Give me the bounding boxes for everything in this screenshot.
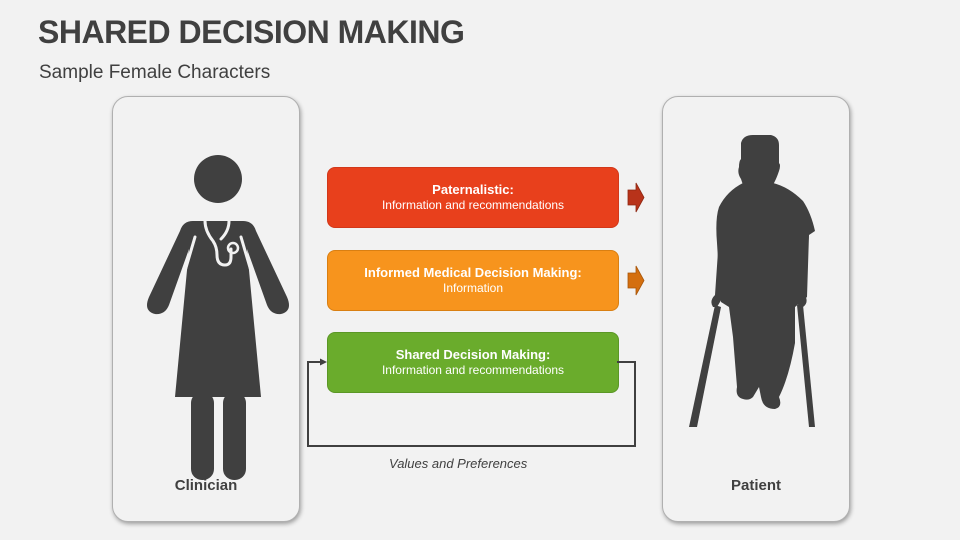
clinician-label: Clinician: [174, 477, 238, 494]
model-title: Shared Decision Making:: [395, 347, 551, 362]
patient-on-crutches-icon: [689, 135, 815, 427]
arrow-right-icon: [627, 265, 645, 296]
model-title: Informed Medical Decision Making:: [364, 265, 582, 280]
page-title: SHARED DECISION MAKING: [38, 14, 465, 50]
arrow-right-icon: [627, 182, 645, 213]
feedback-loop-label: Values and Preferences: [389, 456, 528, 471]
patient-card: Patient: [662, 96, 850, 522]
model-box-shared: Shared Decision Making: Information and …: [327, 332, 619, 393]
model-subtitle: Information: [442, 281, 504, 295]
model-subtitle: Information and recommendations: [381, 198, 565, 212]
loop-arrowhead-icon: [320, 358, 327, 366]
female-doctor-icon: [147, 155, 289, 480]
patient-label: Patient: [730, 477, 781, 494]
clinician-card: Clinician: [112, 96, 300, 522]
model-subtitle: Information and recommendations: [381, 363, 565, 377]
page-subtitle: Sample Female Characters: [39, 62, 271, 83]
model-box-paternalistic: Paternalistic: Information and recommend…: [327, 167, 619, 228]
model-title: Paternalistic:: [432, 182, 514, 197]
model-box-informed: Informed Medical Decision Making: Inform…: [327, 250, 619, 311]
